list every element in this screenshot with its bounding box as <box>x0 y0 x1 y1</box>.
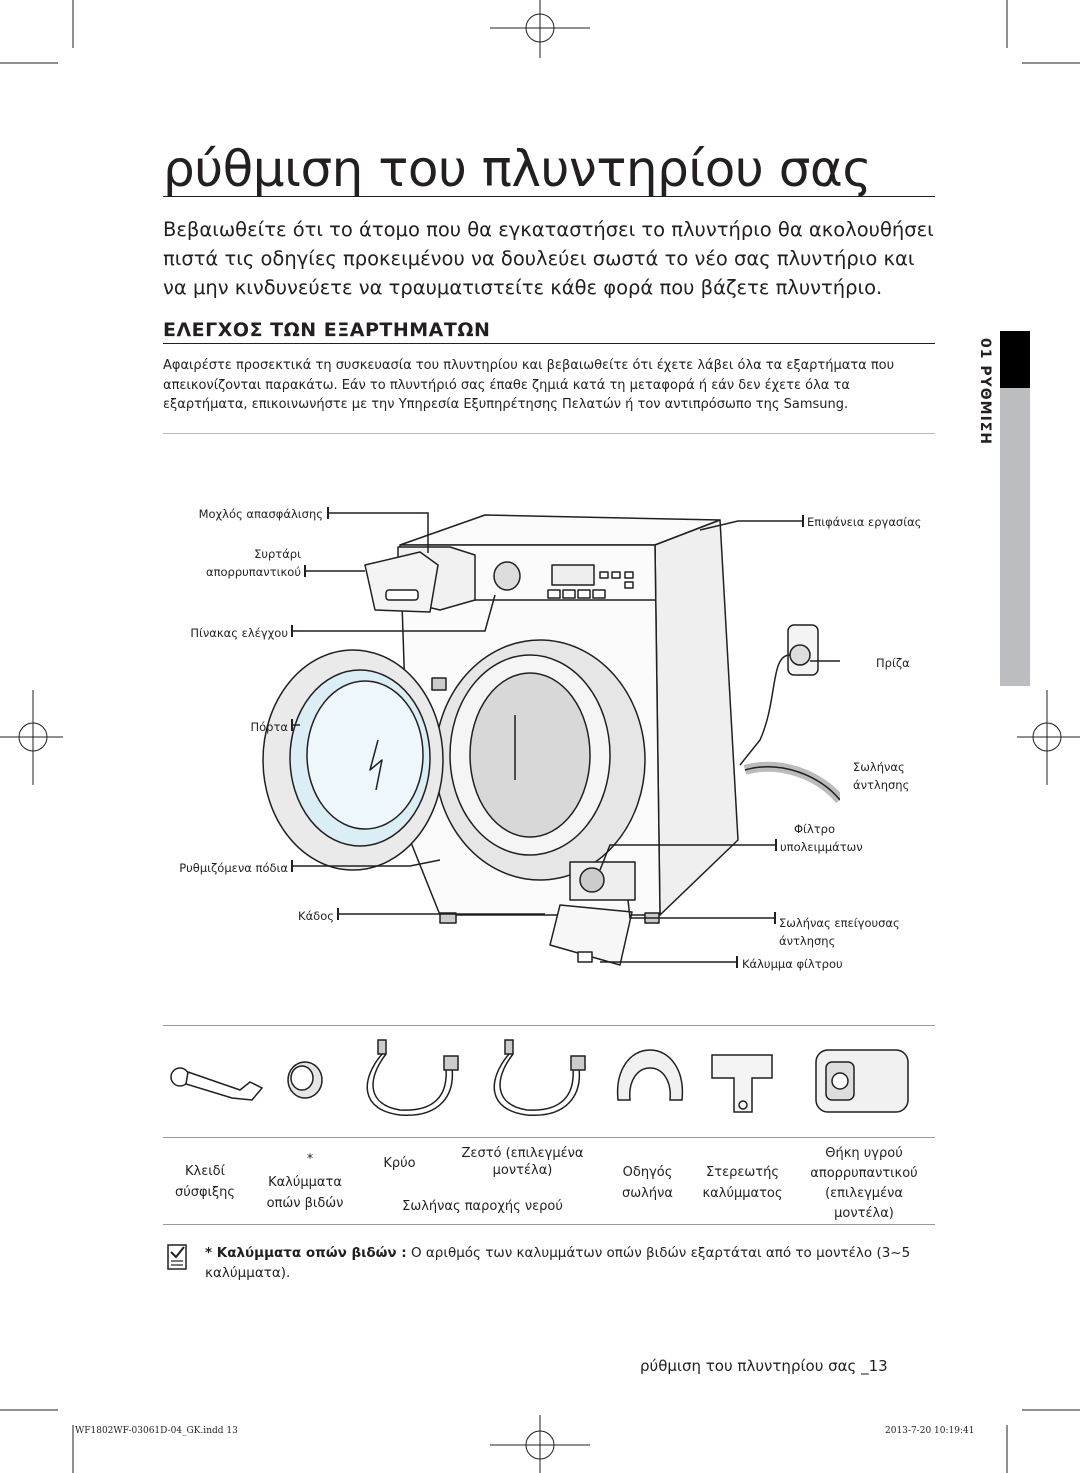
table-mid-rule <box>163 1137 935 1138</box>
acc-holder-line2: καλύμματος <box>702 1186 783 1201</box>
label-emergency-line1: Σωλήνας επείγουσας <box>779 916 900 930</box>
label-drain-hose-line1: Σωλήνας <box>853 760 905 774</box>
label-control-panel: Πίνακας ελέγχου <box>190 626 288 640</box>
body-paragraph: Αφαιρέστε προσεκτικά τη συσκευασία του π… <box>163 358 895 412</box>
side-tab-bar <box>1000 388 1030 686</box>
label-emergency-line2: άντλησης <box>779 934 836 948</box>
label-drum: Κάδος <box>298 909 334 923</box>
acc-caps-line2: οπών βιδών <box>266 1196 344 1211</box>
section-heading: ΕΛΕΓΧΟΣ ΤΩΝ ΕΞΑΡΤΗΜΑΤΩΝ <box>163 319 491 341</box>
acc-caps-star: * <box>306 1152 314 1167</box>
acc-liquid-line3: (επιλεγμένα <box>825 1186 903 1201</box>
hose-guide-icon <box>616 1049 684 1101</box>
title-divider <box>163 196 935 197</box>
label-drawer-line2: απορρυπαντικού <box>205 565 301 579</box>
label-feet: Ρυθμιζόμενα πόδια <box>179 861 288 875</box>
note-bold: * Καλύμματα οπών βιδών : <box>205 1245 407 1261</box>
hose-icon <box>366 1039 459 1116</box>
label-worktop: Επιφάνεια εργασίας <box>807 515 922 529</box>
footer-page-title: ρύθμιση του πλυντηρίου σας _13 <box>640 1357 888 1375</box>
label-door: Πόρτα <box>250 720 289 734</box>
section-divider <box>163 343 935 344</box>
footer-file-name: WF1802WF-03061D-04_GK.indd 13 <box>75 1426 238 1436</box>
acc-spanner-line2: σύσφιξης <box>174 1185 236 1200</box>
note-body: Ο αριθμός των καλυμμάτων οπών βιδών εξαρ… <box>205 1245 911 1281</box>
side-tab-text: 01 ΡΥΘΜΙΣΗ <box>977 338 993 446</box>
label-plug: Πρίζα <box>876 656 910 670</box>
spanner-icon <box>170 1067 264 1101</box>
label-filter-line2: υπολειμμάτων <box>780 840 863 854</box>
acc-liquid-line4: μοντέλα) <box>834 1206 894 1221</box>
side-tab-label: 01 ΡΥΘΜΙΣΗ <box>965 338 1005 448</box>
label-lock-lever: Μοχλός απασφάλισης <box>198 507 323 521</box>
page-title: ρύθμιση του πλυντηρίου σας <box>163 140 872 198</box>
accessories-illustrations <box>170 1039 909 1116</box>
acc-water-hose: Σωλήνας παροχής νερού <box>402 1199 563 1214</box>
liquid-case-icon <box>815 1049 909 1113</box>
side-tab-marker <box>1000 331 1030 388</box>
acc-hot-line2: μοντέλα) <box>492 1163 553 1178</box>
acc-holder-line1: Στερεωτής <box>706 1165 779 1180</box>
acc-guide-line1: Οδηγός <box>622 1165 673 1180</box>
acc-guide-line2: σωλήνα <box>622 1186 673 1201</box>
label-filter-cover: Κάλυμμα φίλτρου <box>742 957 843 971</box>
table-top-rule <box>163 1025 935 1026</box>
acc-liquid-line2: απορρυπαντικού <box>810 1166 918 1181</box>
footer-timestamp: 2013-7-20 10:19:41 <box>885 1426 975 1436</box>
note-text: * Καλύμματα οπών βιδών : Ο αριθμός των κ… <box>205 1243 935 1283</box>
acc-hot-line1: Ζεστό (επιλεγμένα <box>461 1146 584 1161</box>
note-icon <box>167 1244 187 1270</box>
acc-cold: Κρύο <box>383 1156 416 1171</box>
label-filter-line1: Φίλτρο <box>794 822 836 836</box>
label-drawer-line1: Συρτάρι <box>254 547 301 561</box>
holder-icon <box>711 1054 773 1113</box>
washing-machine-illustration <box>262 507 840 968</box>
acc-spanner-line1: Κλειδί <box>185 1164 225 1179</box>
body-divider <box>163 433 935 434</box>
acc-caps-line1: Καλύμματα <box>268 1175 342 1190</box>
intro-paragraph: Βεβαιωθείτε ότι το άτομο που θα εγκαταστ… <box>163 218 934 299</box>
acc-liquid-line1: Θήκη υγρού <box>825 1146 903 1161</box>
table-bottom-rule <box>163 1224 935 1225</box>
label-drain-hose-line2: άντλησης <box>853 778 910 792</box>
cap-icon <box>287 1061 323 1099</box>
